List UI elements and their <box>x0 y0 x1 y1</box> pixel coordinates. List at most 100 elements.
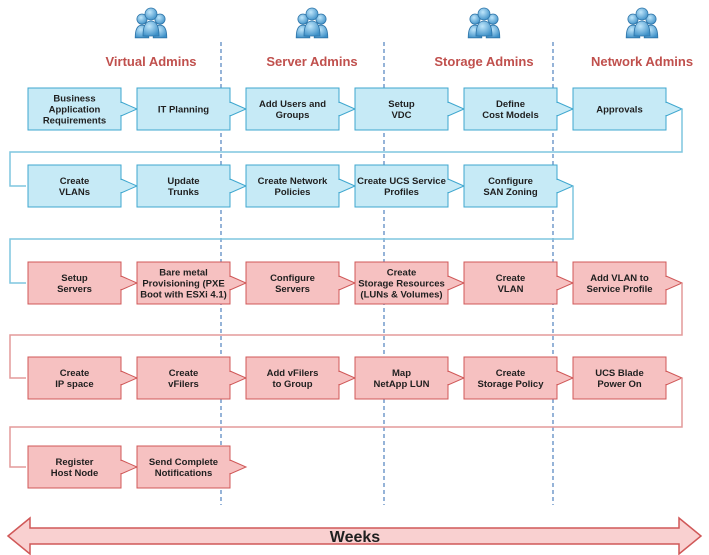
step-arrow <box>665 370 684 386</box>
step-arrow <box>120 178 139 194</box>
step-label: Setup <box>388 99 415 110</box>
admin-group-icon <box>467 7 501 39</box>
step-label: Define <box>496 99 525 110</box>
step-label: Update <box>167 176 199 187</box>
admin-label: Network Admins <box>591 54 693 69</box>
admin-group-icon <box>134 7 168 39</box>
step-label: Profiles <box>384 187 419 198</box>
row-connector-4 <box>9 378 683 468</box>
step-label: Approvals <box>596 105 642 116</box>
step-label: Add Users and <box>259 99 326 110</box>
step-box <box>245 356 340 400</box>
step-label: IP space <box>55 379 93 390</box>
step-arrow <box>447 101 466 117</box>
step-label: Add vFilers <box>267 368 319 379</box>
step-box <box>245 87 340 131</box>
step-arrow <box>447 275 466 291</box>
step-box <box>136 87 231 131</box>
process-step: IT Planning <box>136 87 248 131</box>
step-arrow <box>556 178 575 194</box>
step-arrow <box>229 101 248 117</box>
step-label: Configure <box>270 273 315 284</box>
admin-group-icon <box>295 7 329 39</box>
step-label: VLANs <box>59 187 90 198</box>
step-label: Power On <box>597 379 642 390</box>
step-label: Trunks <box>168 187 199 198</box>
step-label: Setup <box>61 273 88 284</box>
step-box <box>463 356 558 400</box>
step-label: Boot with ESXi 4.1) <box>140 290 227 301</box>
step-arrow <box>447 178 466 194</box>
step-box <box>463 164 558 208</box>
admin-label: Storage Admins <box>434 54 533 69</box>
step-label: vFilers <box>168 379 199 390</box>
step-box <box>354 164 449 208</box>
step-arrow <box>229 178 248 194</box>
row-connector-2 <box>9 186 574 284</box>
step-arrow <box>338 370 357 386</box>
step-arrow <box>665 275 684 291</box>
step-label: Host Node <box>51 468 99 479</box>
step-label: UCS Blade <box>595 368 644 379</box>
step-arrow <box>120 370 139 386</box>
step-arrow <box>556 101 575 117</box>
step-label: to Group <box>272 379 312 390</box>
step-label: Servers <box>57 284 92 295</box>
step-box <box>572 261 667 305</box>
step-label: (LUNs & Volumes) <box>360 290 442 301</box>
step-label: VDC <box>391 110 411 121</box>
step-label: Create <box>60 368 90 379</box>
step-arrow <box>338 101 357 117</box>
step-label: Configure <box>488 176 533 187</box>
admin-label: Virtual Admins <box>105 54 196 69</box>
step-label: Cost Models <box>482 110 538 121</box>
weeks-label: Weeks <box>330 529 381 546</box>
step-box <box>27 164 122 208</box>
step-label: Requirements <box>43 116 106 127</box>
step-label: SAN Zoning <box>483 187 538 198</box>
step-label: Storage Policy <box>478 379 545 390</box>
process-step: Approvals <box>572 87 684 131</box>
step-label: NetApp LUN <box>374 379 430 390</box>
admin-group-icon <box>625 7 659 39</box>
step-label: Policies <box>275 187 311 198</box>
row-connector-1 <box>9 109 683 187</box>
step-arrow <box>120 459 139 475</box>
step-label: Create <box>387 268 417 279</box>
step-box <box>245 261 340 305</box>
step-arrow <box>665 101 684 117</box>
step-label: Application <box>49 105 101 116</box>
step-label: Groups <box>276 110 310 121</box>
step-label: Create <box>496 273 526 284</box>
step-box <box>354 356 449 400</box>
step-label: Map <box>392 368 411 379</box>
step-box <box>136 356 231 400</box>
step-box <box>572 87 667 131</box>
step-label: Create <box>169 368 199 379</box>
step-label: Create UCS Service <box>357 176 446 187</box>
step-arrow <box>229 370 248 386</box>
step-label: Create Network <box>258 176 328 187</box>
step-arrow <box>556 275 575 291</box>
step-box <box>245 164 340 208</box>
step-box <box>463 261 558 305</box>
